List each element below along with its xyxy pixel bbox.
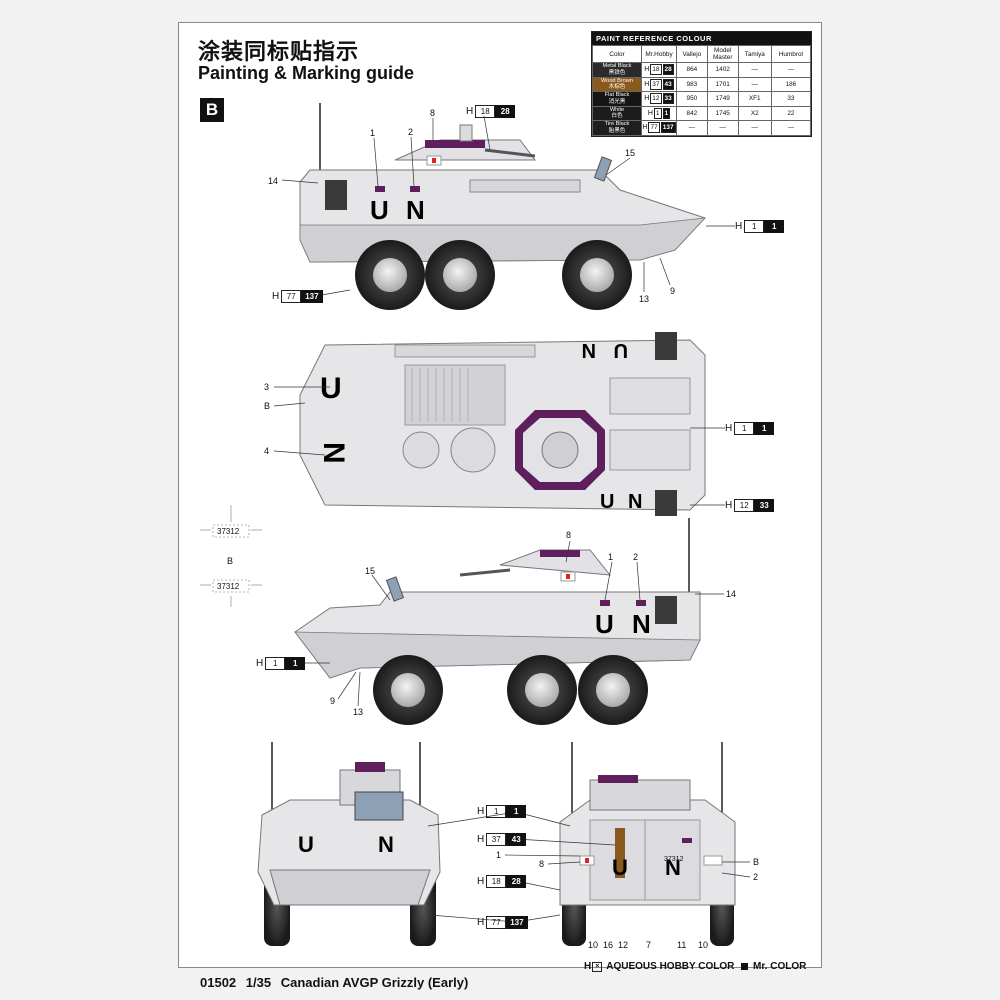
- un-marking-n: N: [406, 195, 425, 225]
- callout-1: 1: [496, 850, 502, 860]
- callout-1: 1: [608, 552, 614, 562]
- paint-table-header: PAINT REFERENCE COLOUR: [592, 32, 811, 45]
- title-english: Painting & Marking guide: [198, 63, 415, 83]
- stowage-box: [325, 180, 347, 210]
- legend-mr-color: Mr. COLOR: [741, 961, 806, 972]
- svg-text:U: U: [600, 491, 614, 513]
- top-n-marking: N: [317, 442, 350, 464]
- product-footer: 01502 1/35 Canadian AVGP Grizzly (Early): [200, 975, 474, 990]
- svg-text:N: N: [665, 855, 681, 880]
- callout-8: 8: [430, 108, 436, 118]
- callout-15: 15: [625, 148, 636, 158]
- callout-1: 1: [370, 128, 376, 138]
- callout-2: 2: [633, 552, 639, 562]
- product-scale: 1/35: [245, 975, 272, 990]
- col-mrhobby: Mr.Hobby: [641, 45, 677, 63]
- callout-4: 4: [264, 446, 270, 456]
- rear-view: U N: [559, 742, 736, 946]
- callout-b: B: [264, 401, 271, 411]
- turret-hatch-purple: [425, 140, 485, 148]
- callout-lines-top: [273, 386, 725, 506]
- top-u-marking: U: [320, 372, 342, 405]
- callout-9: 9: [330, 696, 336, 706]
- callout-10: 10: [698, 940, 709, 950]
- callout-11: 11: [677, 940, 687, 950]
- paint-table-grid: Color Mr.Hobby Vallejo Model Master Tami…: [592, 45, 812, 136]
- callout-9: 9: [670, 286, 676, 296]
- rear-plate-number: 37312: [664, 856, 684, 863]
- callout-lines-side-1: [281, 115, 735, 297]
- paint-reference-table: PAINT REFERENCE COLOUR Color Mr.Hobby Va…: [591, 31, 812, 137]
- callout-7: 7: [646, 940, 652, 950]
- callout-2: 2: [408, 127, 414, 137]
- scheme-letter-badge: B: [200, 98, 224, 122]
- callout-14: 14: [268, 176, 279, 186]
- plate-number-b: 37312: [217, 582, 240, 591]
- plate-decal-diagram: [200, 505, 262, 607]
- side-view-left-profile: U N: [299, 103, 707, 310]
- title-chinese: 涂装同标贴指示: [198, 40, 360, 65]
- product-name: Canadian AVGP Grizzly (Early): [280, 975, 469, 990]
- callout-15: 15: [365, 566, 376, 576]
- un-marking-u: U: [370, 195, 389, 225]
- callout-14: 14: [726, 589, 737, 599]
- callout-13: 13: [353, 707, 364, 717]
- top-view: U N N U U N: [299, 332, 706, 516]
- svg-text:U: U: [614, 339, 628, 361]
- svg-text:N: N: [582, 339, 596, 361]
- svg-text:U: U: [595, 609, 614, 639]
- callout-2: 2: [753, 872, 759, 882]
- callout-3: 3: [264, 382, 270, 392]
- callout-8: 8: [539, 859, 545, 869]
- col-humbrol: Humbrol: [770, 45, 812, 63]
- plate-label-b: B: [227, 556, 234, 566]
- legend-aqueous: H × AQUEOUS HOBBY COLOR: [584, 961, 735, 972]
- svg-text:N: N: [632, 609, 651, 639]
- product-code: 01502: [200, 975, 237, 990]
- svg-text:U: U: [298, 832, 314, 857]
- svg-text:N: N: [378, 832, 394, 857]
- callout-13: 13: [639, 294, 650, 304]
- plate-number-a: 37312: [217, 527, 240, 536]
- callout-16: 16: [603, 940, 614, 950]
- front-view: U N: [257, 742, 441, 946]
- callout-12: 12: [618, 940, 629, 950]
- callout-b: B: [753, 857, 760, 867]
- side-view-right-profile: U N: [294, 518, 701, 725]
- callout-10: 10: [588, 940, 599, 950]
- svg-text:U: U: [612, 855, 628, 880]
- svg-text:N: N: [628, 491, 642, 513]
- callout-8: 8: [566, 530, 572, 540]
